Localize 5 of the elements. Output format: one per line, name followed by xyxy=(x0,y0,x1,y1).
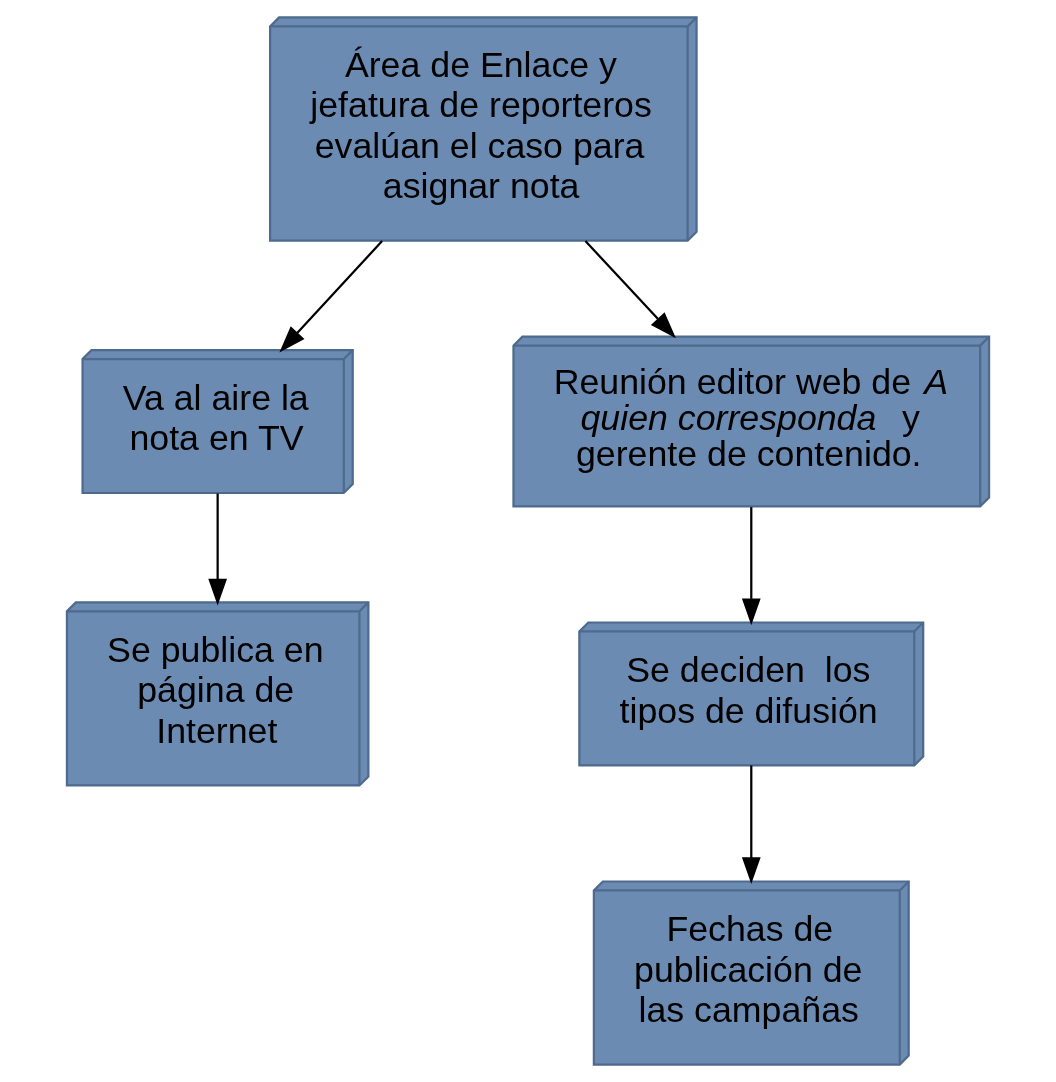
arrow xyxy=(208,493,228,606)
arrow xyxy=(279,240,383,353)
arrow xyxy=(741,765,761,885)
arrow xyxy=(584,240,676,339)
arrow xyxy=(741,507,761,626)
